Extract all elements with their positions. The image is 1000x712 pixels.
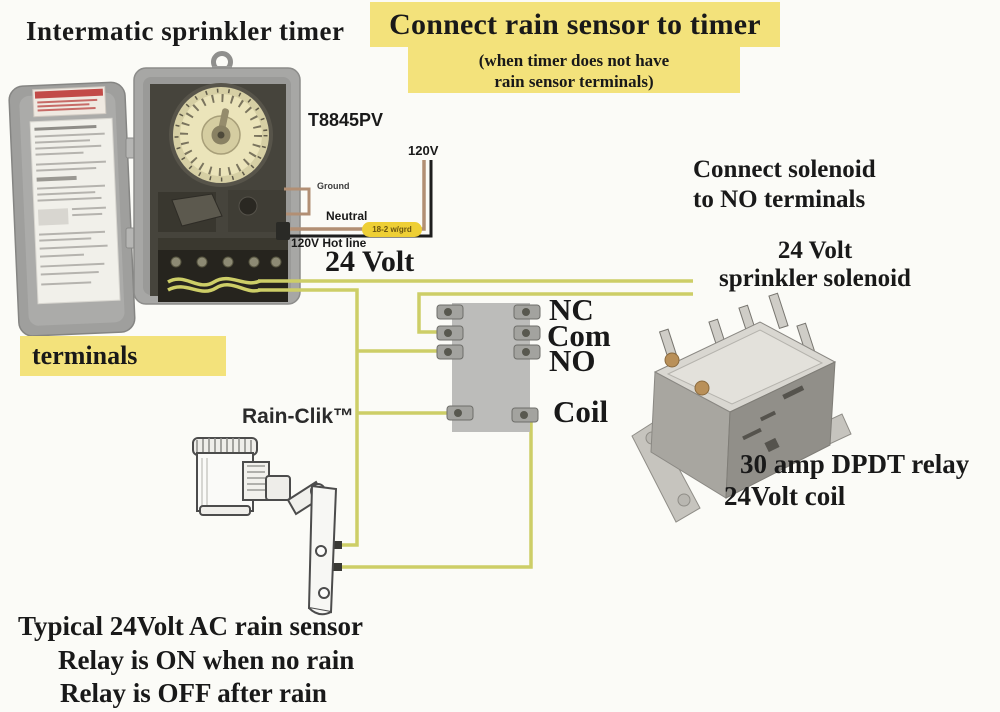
relay-nc-label: NC xyxy=(549,292,594,327)
relay-no-label: NO xyxy=(549,343,596,378)
sensor-terminal-1 xyxy=(333,541,342,549)
low-voltage-wires xyxy=(167,276,693,569)
sensor-caption-line-2: Relay is ON when no rain xyxy=(58,645,355,675)
timer-box xyxy=(133,67,301,305)
rain-sensor-drawing xyxy=(192,437,338,616)
solenoid-label-line-2: sprinkler solenoid xyxy=(719,265,911,292)
120v-label: 120V xyxy=(408,143,439,158)
instruction-label xyxy=(29,117,121,305)
wire-squiggle-b xyxy=(167,283,261,293)
sensor-terminal-2 xyxy=(333,563,342,571)
timer-photo xyxy=(8,51,301,337)
neutral-label: Neutral xyxy=(326,209,368,223)
relay-com-label: Com xyxy=(547,318,611,353)
solenoid-note: Connect solenoid to NO terminals xyxy=(693,155,876,215)
rain-clik-label: Rain-Clik™ xyxy=(242,405,355,428)
timer-door xyxy=(8,81,136,337)
subtitle-line-2: rain sensor terminals) xyxy=(494,72,654,91)
relay-coil-label: Coil xyxy=(553,394,609,429)
left-title: Intermatic sprinkler timer xyxy=(26,16,345,46)
solenoid-note-line-2: to NO terminals xyxy=(693,186,866,213)
relay-photo xyxy=(631,292,852,523)
solenoid-note-line-1: Connect solenoid xyxy=(693,156,876,183)
wire-coil-to-sensor xyxy=(340,422,533,569)
solenoid-label-line-1: 24 Volt xyxy=(777,237,853,264)
line-voltage-wires xyxy=(276,160,433,240)
timer-dial xyxy=(169,83,273,187)
main-title-banner: Connect rain sensor to timer xyxy=(370,2,780,47)
timer-terminal-block xyxy=(158,238,288,302)
ground-wire-loop xyxy=(284,187,311,216)
neutral-wire xyxy=(288,160,426,231)
24-volt-label: 24 Volt xyxy=(325,245,415,278)
wire-squiggle-a xyxy=(167,276,261,287)
relay-caption-line-2: 24Volt coil xyxy=(724,481,846,511)
hot-line-label: 120V Hot line xyxy=(291,236,367,250)
wire-solenoid-to-com xyxy=(417,292,693,334)
cable-gauge-tag: 18-2 w/grd xyxy=(362,222,422,237)
sensor-caption-line-3: Relay is OFF after rain xyxy=(60,678,327,708)
hot-wire xyxy=(288,160,433,238)
terminals-label: terminals xyxy=(20,336,226,376)
subtitle-line-1: (when timer does not have xyxy=(478,51,670,70)
subtitle-banner: (when timer does not have rain sensor te… xyxy=(408,47,740,93)
timer-model-label: T8845PV xyxy=(308,110,384,130)
sensor-caption-line-1: Typical 24Volt AC rain sensor xyxy=(18,611,364,641)
wire-24v-to-sensor xyxy=(258,288,359,547)
warning-sticker xyxy=(32,86,107,118)
relay-caption-line-1: 30 amp DPDT relay xyxy=(740,449,970,479)
solenoid-label: 24 Volt sprinkler solenoid xyxy=(690,237,940,293)
ground-label: Ground xyxy=(317,181,350,191)
relay-schematic xyxy=(436,303,541,432)
